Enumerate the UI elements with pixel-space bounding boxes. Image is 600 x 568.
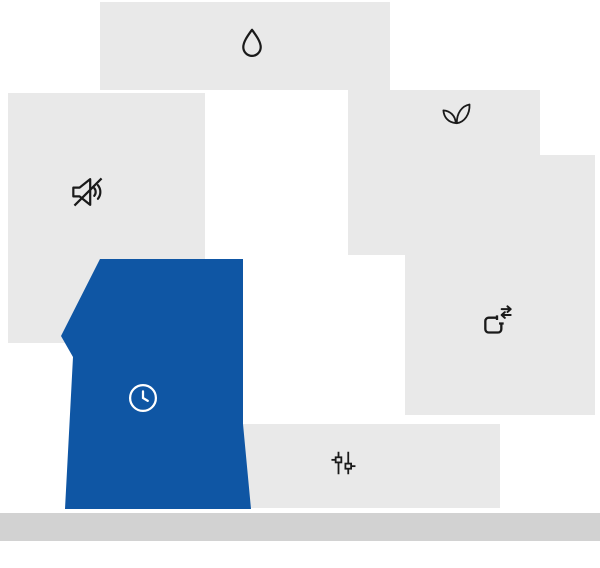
tile-connection[interactable]	[405, 155, 595, 415]
sliders-icon	[325, 445, 361, 481]
water-drop-icon	[233, 25, 271, 63]
accent-arrow-shape[interactable]	[55, 255, 255, 513]
speaker-mute-icon	[66, 170, 110, 214]
leaf-icon	[438, 94, 474, 130]
bottom-bar	[0, 513, 600, 541]
tile-water[interactable]	[100, 2, 390, 90]
pipe-transfer-icon	[477, 302, 517, 342]
clock-icon	[125, 380, 161, 416]
accent-arrow-polygon[interactable]	[61, 259, 251, 509]
tile-options[interactable]	[210, 424, 500, 508]
